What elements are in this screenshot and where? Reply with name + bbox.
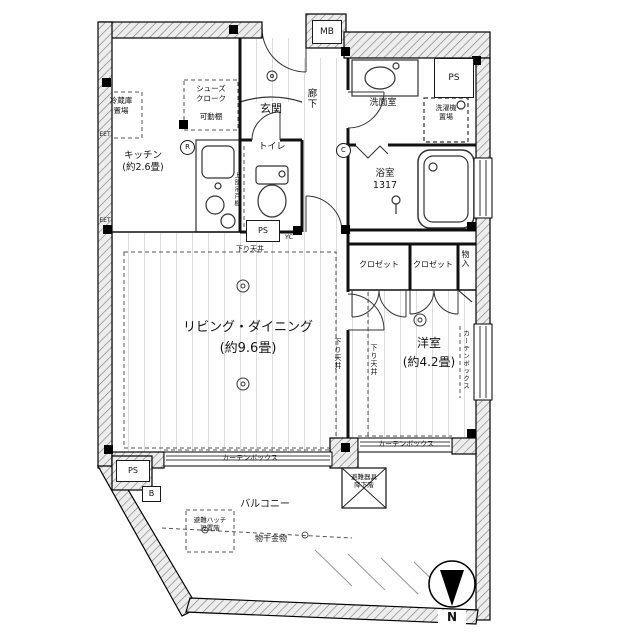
doors xyxy=(251,27,459,331)
kitchen-counter xyxy=(195,139,241,233)
closet-right-door xyxy=(409,289,435,315)
stove-burner-1 xyxy=(205,195,225,215)
washer-space xyxy=(423,97,469,143)
shower-stand xyxy=(391,195,401,205)
pipe-space-top: PS xyxy=(434,58,474,98)
flooring xyxy=(112,38,476,454)
dashed-outlines xyxy=(99,79,461,553)
meter-box: MB xyxy=(312,20,342,44)
toilet-bowl xyxy=(257,184,287,218)
compass-needle xyxy=(440,570,464,606)
vanity-faucet xyxy=(392,62,400,70)
bath-window xyxy=(473,157,493,219)
lowered-ceiling-outline xyxy=(123,251,337,449)
front-door-swing xyxy=(261,27,307,73)
washer-tap xyxy=(456,100,466,110)
compass xyxy=(428,560,476,608)
kitchen-faucet xyxy=(214,182,222,190)
balcony-details xyxy=(201,467,452,599)
laundry-pole-line xyxy=(161,527,353,539)
toilet-tank xyxy=(255,165,289,185)
bath-folding-door xyxy=(355,145,389,159)
bath-faucet xyxy=(428,162,438,172)
toilet-flush xyxy=(278,170,286,178)
washroom-door-swing xyxy=(347,91,385,129)
living-window xyxy=(163,451,333,467)
western-room-door-swing xyxy=(347,293,385,331)
columns xyxy=(102,25,481,454)
toilet-door-swing xyxy=(251,111,281,141)
bathtub xyxy=(417,149,475,229)
stove-burner-2 xyxy=(220,213,236,229)
ceiling-lights xyxy=(236,70,427,391)
door-mark-c: C xyxy=(336,143,351,158)
windows xyxy=(163,157,493,467)
vanity-counter xyxy=(351,59,419,97)
western-window xyxy=(357,437,453,453)
fixtures xyxy=(195,59,475,391)
shoe-closet-outline xyxy=(183,79,239,131)
door-mark-r: R xyxy=(180,140,195,155)
b-box: B xyxy=(142,486,161,502)
pipe-space-toilet: PS xyxy=(246,220,280,242)
vanity-basin xyxy=(364,66,396,90)
entrance-step xyxy=(239,96,303,103)
pipe-space-bottom: PS xyxy=(116,460,150,482)
western-side-window xyxy=(473,323,493,401)
evac-hatch-outline xyxy=(185,509,235,553)
refrigerator-space-outline xyxy=(99,91,143,139)
kitchen-sink xyxy=(201,145,235,179)
closet-left-door xyxy=(351,289,380,318)
bathtub-inner xyxy=(423,155,469,223)
